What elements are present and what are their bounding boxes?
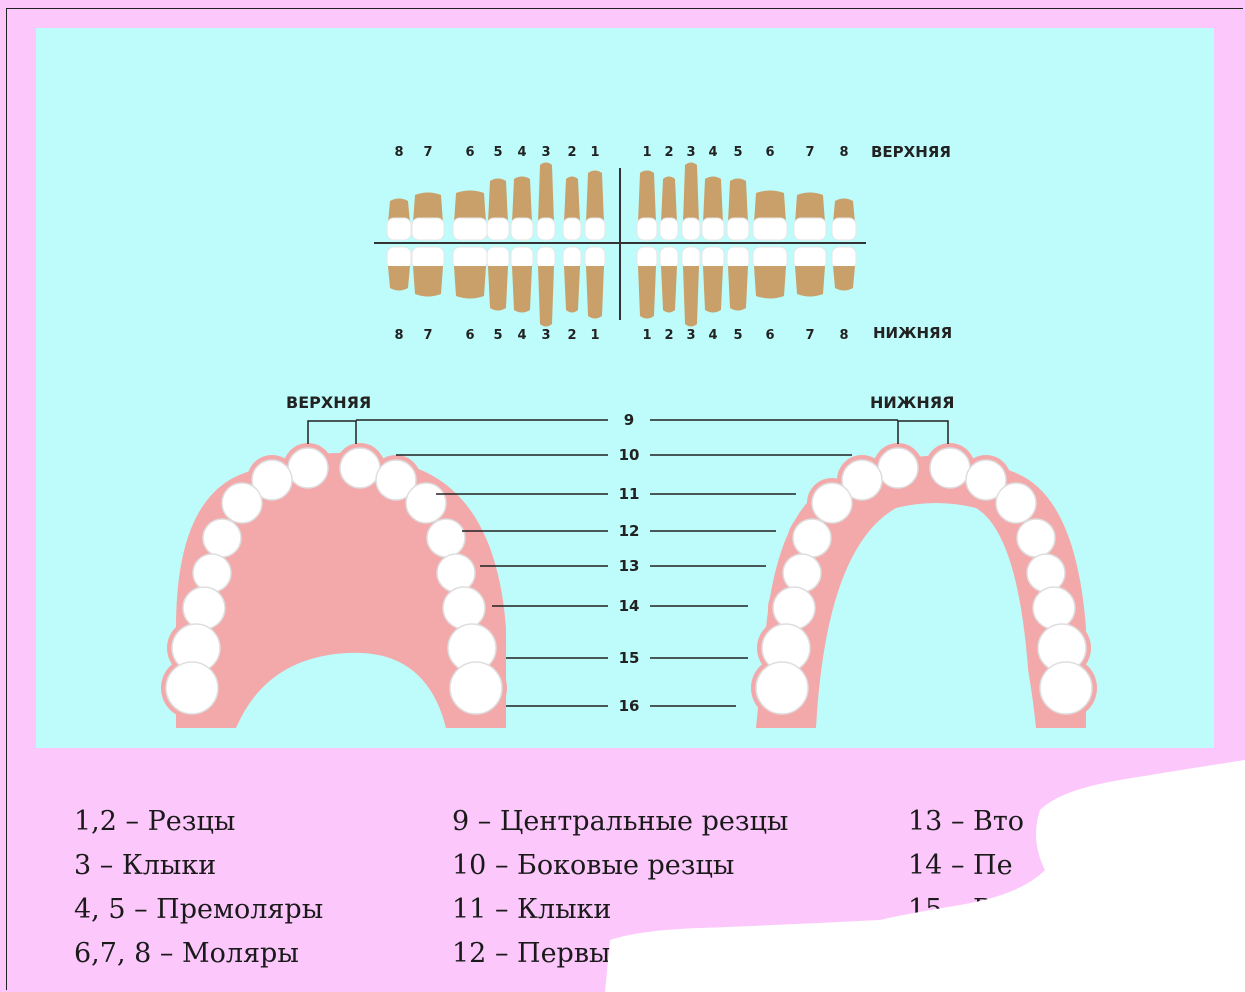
torn-paper-overlay xyxy=(0,0,1245,992)
